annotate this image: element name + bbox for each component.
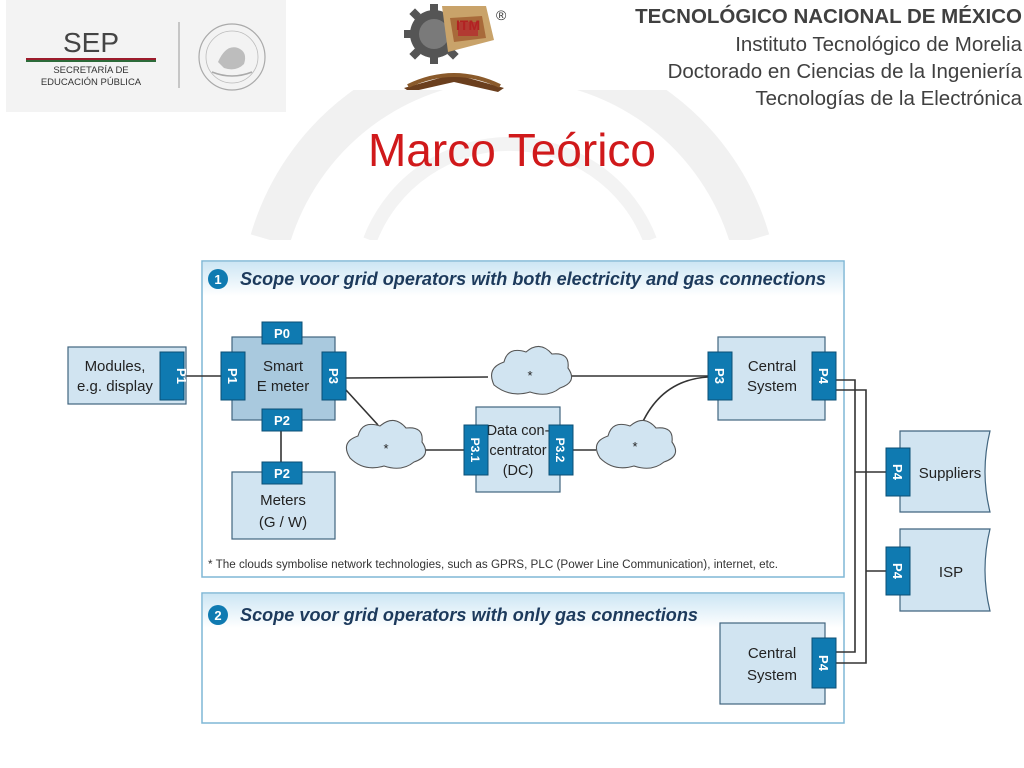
port-p31: P3.1 (468, 438, 482, 463)
port-p2-meter: P2 (274, 413, 290, 428)
port-p4-suppliers: P4 (890, 464, 905, 481)
smart-meter-node: Smart E meter P0 P1 P3 P2 (220, 321, 347, 432)
isp-label: ISP (939, 564, 963, 581)
isp-node: P4 ISP (885, 528, 991, 612)
central-system-1-label-2: System (747, 378, 797, 395)
suppliers-label: Suppliers (919, 465, 982, 482)
sep-line-1: SECRETARÍA DE (53, 65, 128, 76)
smart-meter-label-1: Smart (263, 358, 304, 375)
scope-2-title: Scope voor grid operators with only gas … (240, 605, 698, 625)
dc-label-2: centrator (489, 443, 546, 459)
central-system-2-node: Central System P4 (719, 622, 837, 705)
port-p32: P3.2 (553, 438, 567, 463)
port-p3-meter: P3 (326, 368, 341, 384)
cloud-footnote: * The clouds symbolise network technolog… (208, 559, 778, 571)
port-p2-meters: P2 (274, 466, 290, 481)
scope-2-badge (208, 605, 228, 625)
cloud-mark-left: * (383, 441, 388, 456)
page-title: Marco Teórico (367, 124, 657, 176)
mexico-seal-icon (198, 23, 266, 91)
network-cloud-left: * (345, 419, 427, 469)
registered-mark: ® (496, 7, 507, 23)
sep-abbrev: SEP (63, 27, 119, 58)
suppliers-node: P4 Suppliers (885, 430, 991, 513)
modules-label-2: e.g. display (77, 378, 153, 395)
meters-label-2: (G / W) (259, 514, 307, 531)
scope-2-number: 2 (214, 608, 221, 623)
port-p1-meter: P1 (225, 368, 240, 384)
scope-1-badge (208, 269, 228, 289)
modules-node: Modules, e.g. display P1 (67, 346, 189, 405)
sep-line-2: EDUCACIÓN PÚBLICA (41, 77, 142, 88)
cloud-mark-right: * (632, 439, 637, 454)
meters-node: P2 Meters (G / W) (231, 461, 336, 540)
port-p4-central-1: P4 (816, 368, 831, 385)
header-institution: TECNOLÓGICO NACIONAL DE MÉXICO (635, 5, 1022, 28)
architecture-diagram: 1 Scope voor grid operators with both el… (67, 260, 991, 724)
port-p4-central-2: P4 (816, 655, 831, 672)
p4-bus-lines (836, 379, 886, 664)
network-cloud-top: * (491, 345, 573, 395)
header-campus: Instituto Tecnológico de Morelia (735, 33, 1022, 56)
connection-lines (184, 375, 709, 462)
central-system-2-label-1: Central (748, 645, 796, 662)
meters-label-1: Meters (260, 492, 306, 509)
scope-1-number: 1 (214, 272, 221, 287)
itm-text: ITM (456, 17, 480, 33)
network-cloud-right: * (595, 419, 677, 469)
watermark-seal-icon (250, 90, 770, 240)
smart-meter-label-2: E meter (257, 378, 310, 395)
scope-1-title: Scope voor grid operators with both elec… (240, 269, 826, 289)
itm-logo: ITM ® (404, 4, 507, 92)
dc-label-3: (DC) (503, 463, 534, 479)
modules-label-1: Modules, (85, 358, 146, 375)
header-line: Tecnologías de la Electrónica (755, 87, 1022, 110)
port-p4-isp: P4 (890, 563, 905, 580)
cloud-mark-top: * (527, 368, 532, 383)
central-system-1-label-1: Central (748, 358, 796, 375)
header-program: Doctorado en Ciencias de la Ingeniería (667, 60, 1022, 83)
port-p3-central: P3 (712, 368, 727, 384)
dc-label-1: Data con- (487, 423, 550, 439)
data-concentrator-node: Data con- centrator (DC) P3.1 P3.2 (463, 406, 574, 493)
central-system-1-node: Central System P3 P4 (707, 336, 837, 421)
central-system-2-label-2: System (747, 667, 797, 684)
sep-logo-graphic: SEP SECRETARÍA DE EDUCACIÓN PÚBLICA (26, 22, 266, 91)
port-p1: P1 (174, 368, 189, 384)
port-p0: P0 (274, 326, 290, 341)
sep-logo: SEP SECRETARÍA DE EDUCACIÓN PÚBLICA (6, 0, 286, 112)
